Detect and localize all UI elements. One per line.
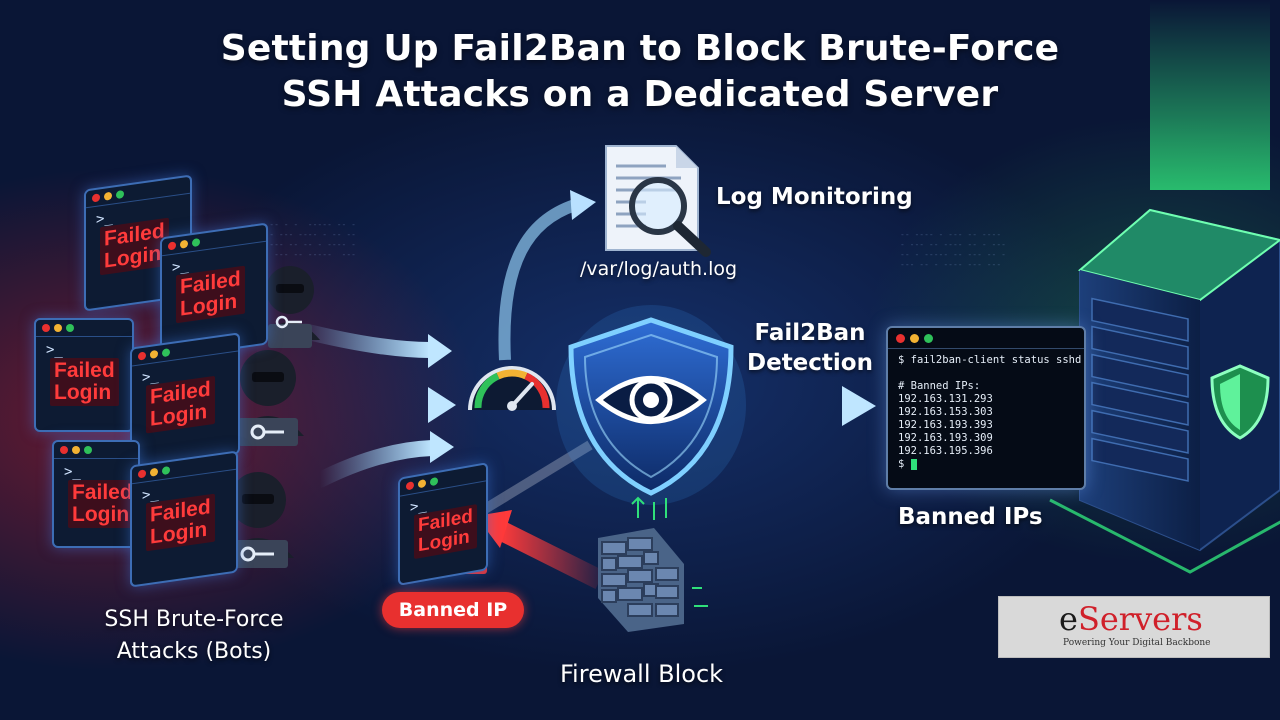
shell-command: $ fail2ban-client status sshd [898, 354, 1082, 366]
key-icon [275, 315, 302, 329]
log-flow-arrow [498, 199, 578, 361]
hooded-hacker-icon [222, 472, 294, 568]
green-shield-icon [1210, 364, 1270, 440]
detection-flow-arrowhead [842, 386, 876, 426]
document-magnifier-icon [605, 145, 711, 257]
failed-login-terminal: >_ Failed Login [34, 318, 134, 432]
banned-ip-entry: 192.163.131.293 [898, 393, 993, 405]
speed-gauge-icon [468, 366, 556, 411]
hooded-hacker-icon [232, 350, 304, 446]
banned-ip-badge: Banned IP [382, 592, 524, 628]
shield-to-banned-link [477, 440, 593, 517]
server-tower-icon [1049, 0, 1280, 574]
logo-tagline: Powering Your Digital Backbone [1063, 638, 1211, 648]
firewall-label: Firewall Block [560, 660, 724, 688]
shell-header: # Banned IPs: [898, 380, 981, 392]
failed-login-terminal: >_ Failed Login [52, 440, 140, 548]
detection-label: Fail2Ban Detection [747, 320, 873, 376]
attackers-label: SSH Brute-Force Attacks (Bots) [104, 607, 284, 664]
shield-eye-icon [556, 305, 746, 505]
page-title: Setting Up Fail2Ban to Block Brute-Force… [220, 28, 1060, 115]
background-code-right: -- ---- - --- -- ---- - --- -- ---- -- -… [900, 230, 1006, 269]
log-monitoring-label: Log Monitoring [716, 184, 913, 210]
banned-ips-terminal: $ fail2ban-client status sshd # Banned I… [886, 326, 1086, 490]
banned-login-terminal: >_ Failed Login [398, 462, 488, 586]
failed-login-terminal: >_ Failed Login [130, 450, 238, 588]
banned-ips-label: Banned IPs [898, 504, 1043, 530]
banned-ip-entry: 192.163.195.396 [898, 445, 993, 457]
banned-ip-entry: 192.163.193.393 [898, 419, 993, 431]
eservers-logo: eServers Powering Your Digital Backbone [998, 596, 1270, 658]
logo-name: eServers [1059, 600, 1203, 638]
hooded-hacker-icon [260, 266, 320, 348]
brick-wall-icon [598, 496, 708, 632]
banned-ip-entry: 192.163.193.309 [898, 432, 993, 444]
shell-prompt: $ [898, 458, 905, 470]
shell-cursor [910, 458, 917, 470]
banned-ip-entry: 192.163.153.303 [898, 406, 993, 418]
block-flow-arrow [495, 521, 605, 589]
log-flow-arrowhead [570, 190, 596, 220]
attack-flow-arrows [292, 322, 456, 488]
key-icon [240, 546, 274, 562]
key-icon [250, 424, 284, 440]
failed-login-terminal: >_ Failed Login [130, 332, 240, 470]
log-path-label: /var/log/auth.log [580, 258, 738, 280]
